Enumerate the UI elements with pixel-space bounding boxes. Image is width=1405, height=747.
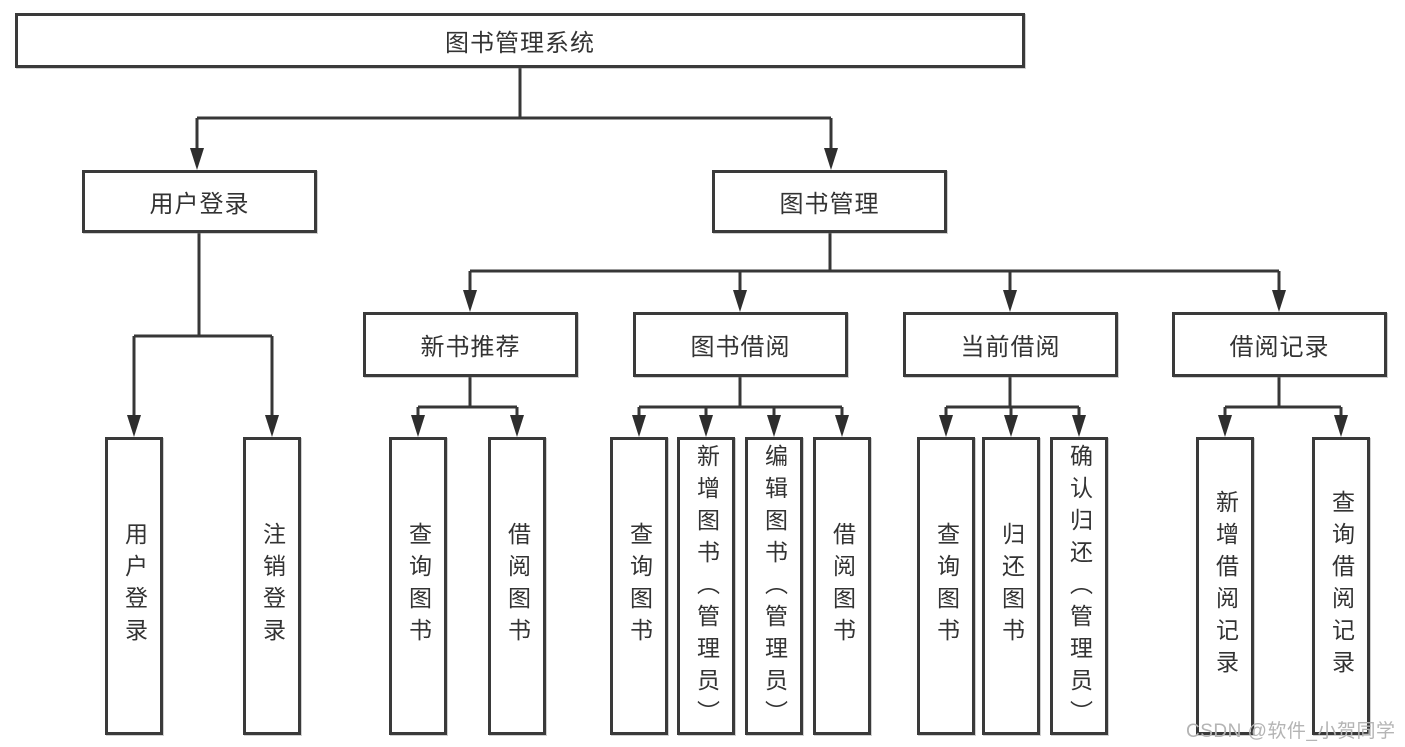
- connector-new-book-rec-to-leaves: [411, 377, 524, 437]
- leaf-edit-book-admin: 编辑图书（管理员）: [745, 437, 803, 735]
- node-borrow-records: 借阅记录: [1172, 312, 1387, 377]
- leaf-query-books-rec: 查询图书: [389, 437, 447, 735]
- connector-book-borrow-to-leaves: [632, 377, 849, 437]
- node-book-borrow: 图书借阅: [633, 312, 848, 377]
- connector-book-mgmt-to-level3: [463, 233, 1286, 312]
- leaf-borrow-books-rec: 借阅图书: [488, 437, 546, 735]
- leaf-return-book: 归还图书: [982, 437, 1040, 735]
- leaf-query-books-borrow: 查询图书: [610, 437, 668, 735]
- node-current-borrow: 当前借阅: [903, 312, 1118, 377]
- connector-user-login-to-leaves: [127, 233, 279, 437]
- node-new-book-rec: 新书推荐: [363, 312, 578, 377]
- connector-current-borrow-to-leaves: [939, 377, 1086, 437]
- connector-root-to-level2: [190, 68, 838, 170]
- node-root: 图书管理系统: [15, 13, 1025, 68]
- leaf-borrow-books-borrow: 借阅图书: [813, 437, 871, 735]
- node-user-login: 用户登录: [82, 170, 317, 233]
- leaf-add-borrow-record: 新增借阅记录: [1196, 437, 1254, 735]
- leaf-logout: 注销登录: [243, 437, 301, 735]
- node-book-mgmt: 图书管理: [712, 170, 947, 233]
- leaf-add-book-admin: 新增图书（管理员）: [677, 437, 735, 735]
- leaf-confirm-return-admin: 确认归还（管理员）: [1050, 437, 1108, 735]
- connector-borrow-records-to-leaves: [1218, 377, 1348, 437]
- leaf-user-login: 用户登录: [105, 437, 163, 735]
- leaf-query-borrow-record: 查询借阅记录: [1312, 437, 1370, 735]
- csdn-watermark: CSDN @软件_小贺同学: [1186, 721, 1396, 742]
- leaf-query-books-current: 查询图书: [917, 437, 975, 735]
